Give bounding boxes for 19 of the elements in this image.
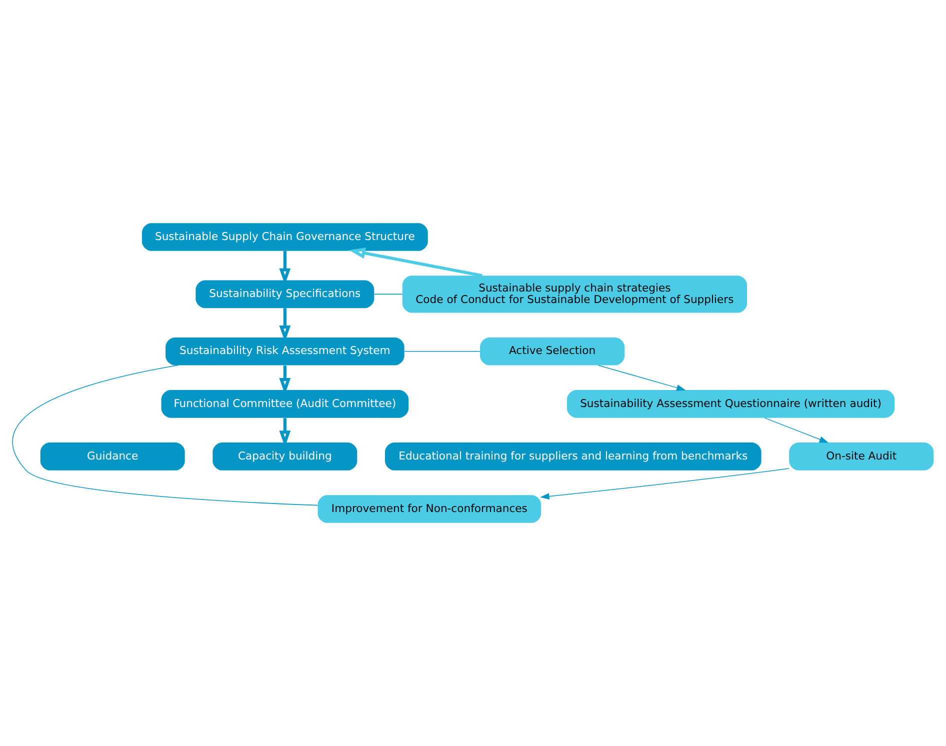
node-box: Active Selection [480, 337, 625, 366]
node-box: On-site Audit [789, 442, 934, 470]
node-box: Sustainable supply chain strategies Code of Conduct for Sustainable Development of Suppliers [402, 276, 747, 313]
arrow [764, 418, 829, 443]
node-box: Educational training for suppliers and learning from benchmarks [384, 442, 762, 470]
node-box: Sustainability Risk Assessment System [166, 337, 404, 366]
node-box: Functional Committee (Audit Committee) [161, 390, 409, 418]
node-box: Sustainability Assessment Questionnaire (written audit) [566, 390, 895, 418]
connector [404, 350, 480, 352]
node-box: Capacity building [212, 442, 358, 470]
arrow [540, 468, 790, 500]
node-box: Improvement for Non-conformances [318, 495, 542, 523]
connector [12, 364, 318, 506]
arrow [598, 364, 686, 391]
node-box: Sustainable Supply Chain Governance Structure [142, 223, 428, 251]
node-box: Sustainability Specifications [196, 280, 374, 308]
connector [374, 294, 403, 295]
arrow [349, 248, 482, 278]
node-box: Guidance [40, 442, 185, 470]
